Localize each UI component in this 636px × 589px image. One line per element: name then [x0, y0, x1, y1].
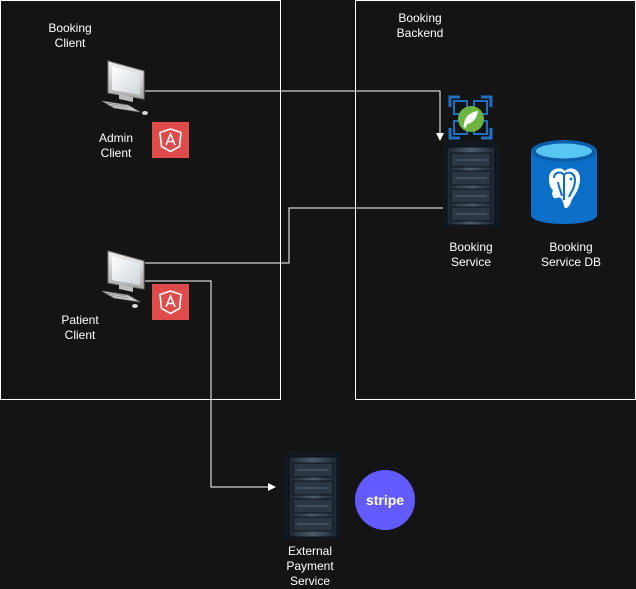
admin-client-label-line2: Client [100, 146, 132, 160]
booking-service-label: Booking Service [436, 240, 506, 270]
booking-client-title: Booking Client [38, 21, 102, 51]
booking-client-title-line1: Booking [48, 21, 92, 35]
payment-service-label-line1: External [287, 544, 333, 558]
booking-client-title-line2: Client [54, 36, 86, 50]
connector-admin-to-booking-service [145, 90, 444, 141]
booking-backend-title-line2: Backend [396, 26, 444, 40]
patient-client-label: Patient Client [50, 313, 110, 343]
booking-db-label-line2: Service DB [540, 255, 602, 269]
spring-icon [448, 95, 493, 140]
payment-service-label: External Payment Service [275, 544, 345, 589]
admin-angular-icon [152, 122, 189, 158]
stripe-badge-text: stripe [366, 492, 404, 508]
booking-db-label-line1: Booking [549, 240, 593, 254]
booking-client-group [0, 0, 281, 400]
stripe-icon: stripe [355, 470, 415, 530]
connector-patient-to-booking-service [145, 204, 458, 264]
admin-client-label-line1: Admin [98, 131, 133, 145]
booking-db-label: Booking Service DB [531, 240, 611, 270]
payment-service-label-line2: Payment [286, 559, 334, 573]
payment-service-label-line3: Service [289, 574, 330, 588]
patient-computer-icon[interactable] [101, 250, 145, 308]
patient-client-label-line1: Patient [61, 313, 99, 327]
booking-backend-title-line1: Booking [398, 11, 442, 25]
admin-client-label: Admin Client [86, 131, 146, 161]
admin-computer-icon[interactable] [101, 60, 148, 115]
payment-service-server-icon[interactable] [285, 451, 341, 539]
booking-service-server-icon[interactable] [443, 141, 499, 227]
booking-service-label-line1: Booking [449, 240, 493, 254]
booking-backend-title: Booking Backend [387, 11, 453, 41]
patient-angular-icon [152, 284, 189, 320]
booking-service-label-line2: Service [450, 255, 491, 269]
patient-client-label-line2: Client [64, 328, 96, 342]
connector-patient-to-payment-service [145, 280, 276, 491]
postgresql-database-icon[interactable] [531, 140, 597, 224]
